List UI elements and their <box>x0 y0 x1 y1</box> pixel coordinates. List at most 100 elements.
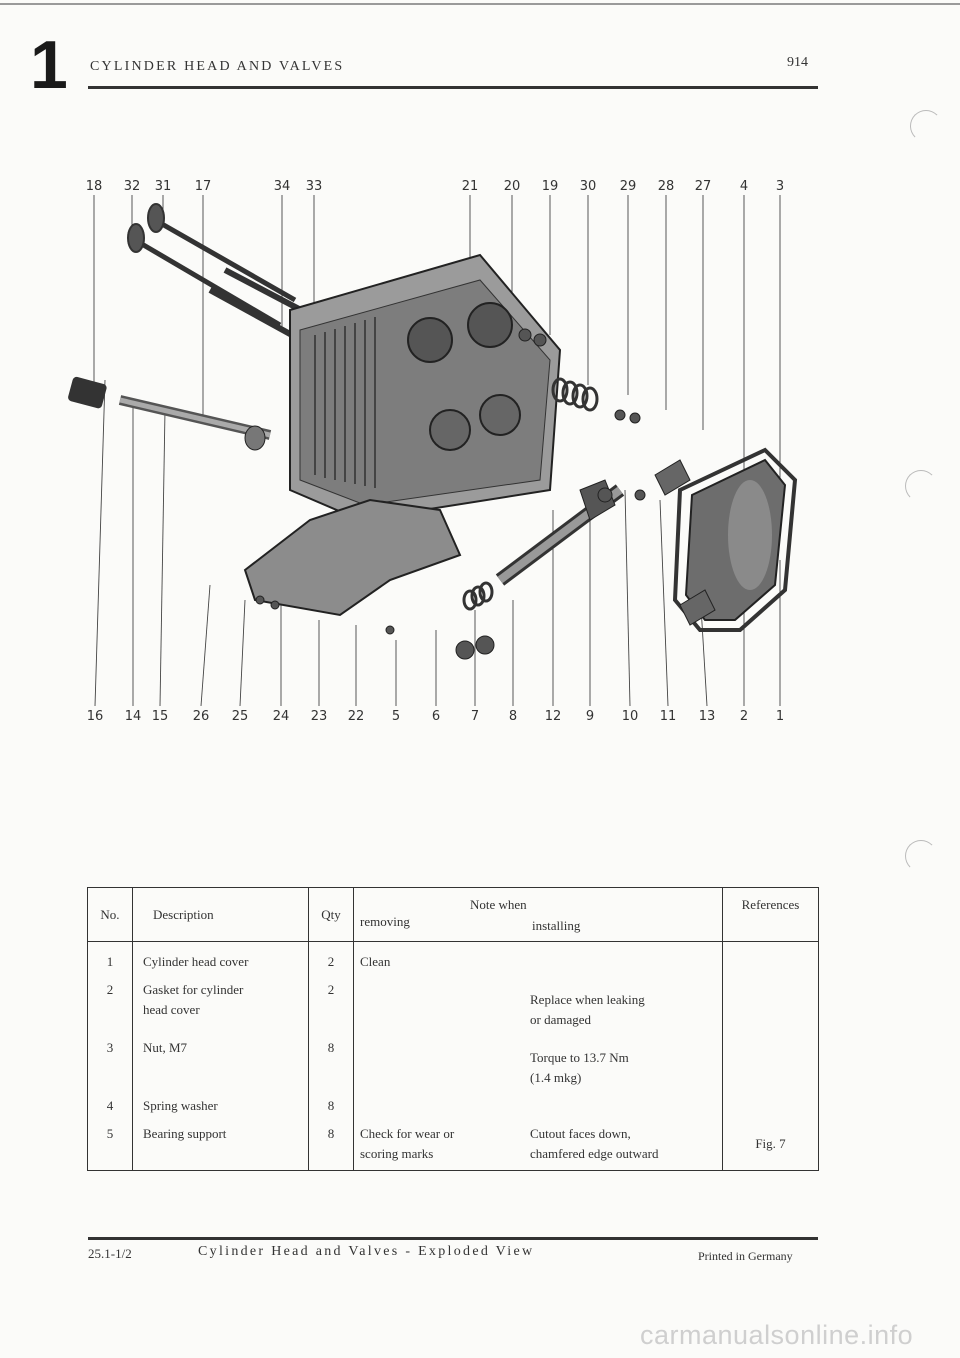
row-quantity: 2 <box>308 974 354 1032</box>
callout-label: 7 <box>471 709 479 724</box>
column-header-no: No. <box>87 887 133 942</box>
row-number: 1 <box>87 941 133 974</box>
callout-label: 2 <box>740 709 748 724</box>
callout-label: 20 <box>504 179 521 194</box>
row-number: 2 <box>87 974 133 1032</box>
column-header-references: References <box>741 897 800 912</box>
row-quantity: 8 <box>308 1032 354 1090</box>
row-references <box>722 941 819 974</box>
section-title: CYLINDER HEAD AND VALVES <box>90 59 345 74</box>
top-border-line <box>0 3 960 5</box>
callout-label: 14 <box>125 709 142 724</box>
row-description: Cylinder head cover <box>132 941 309 974</box>
footer-title: Cylinder Head and Valves - Exploded View <box>198 1244 535 1259</box>
callout-label: 23 <box>311 709 328 724</box>
section-number: 1 <box>30 27 68 103</box>
column-header-installing: installing <box>532 918 581 933</box>
callout-label: 30 <box>580 179 597 194</box>
row-references <box>722 1090 819 1118</box>
row-number: 5 <box>87 1118 133 1171</box>
row-description: Nut, M7 <box>132 1032 309 1090</box>
margin-punch-mark <box>905 840 937 872</box>
callout-leader-line <box>624 489 631 707</box>
row-number: 3 <box>87 1032 133 1090</box>
row-note-removing <box>354 1038 530 1088</box>
callout-label: 8 <box>509 709 517 724</box>
callout-label: 21 <box>462 179 479 194</box>
row-note-cell: Clean <box>353 941 723 974</box>
callout-leader-line <box>159 409 166 707</box>
callout-label: 10 <box>622 709 639 724</box>
row-quantity: 8 <box>308 1118 354 1171</box>
row-note-cell: Torque to 13.7 Nm (1.4 mkg) <box>353 1032 723 1090</box>
row-note-removing: Check for wear or scoring marks <box>360 1126 455 1161</box>
header-rule <box>88 86 818 89</box>
callout-label: 24 <box>273 709 290 724</box>
row-description: Spring washer <box>132 1090 309 1118</box>
parts-table: No. Description Qty Note when removing i… <box>87 887 819 1171</box>
callout-label: 32 <box>124 179 141 194</box>
callout-label: 22 <box>348 709 365 724</box>
watermark-text: carmanualsonline.info <box>640 1320 914 1350</box>
callout-label: 28 <box>658 179 675 194</box>
callout-label: 18 <box>86 179 103 194</box>
row-references <box>722 1032 819 1090</box>
callout-label: 17 <box>195 179 212 194</box>
footer-page-code: 25.1-1/2 <box>88 1246 132 1261</box>
row-references <box>722 974 819 1032</box>
callout-label: 12 <box>545 709 562 724</box>
callout-label: 25 <box>232 709 249 724</box>
callout-label: 5 <box>392 709 400 724</box>
column-header-note-when: Note when <box>470 897 527 912</box>
column-header-qty: Qty <box>308 887 354 942</box>
row-note-cell <box>353 1090 723 1118</box>
row-note-removing <box>354 980 530 1030</box>
row-references: Fig. 7 <box>722 1118 819 1171</box>
margin-punch-mark <box>910 110 942 142</box>
column-header-removing: removing <box>360 914 410 929</box>
callout-label: 9 <box>586 709 594 724</box>
row-note-installing <box>530 952 722 972</box>
callout-label: 13 <box>699 709 716 724</box>
callout-label: 29 <box>620 179 637 194</box>
callout-label: 26 <box>193 709 210 724</box>
callout-label: 31 <box>155 179 172 194</box>
row-note-removing: Clean <box>360 954 391 969</box>
callout-label: 4 <box>740 179 748 194</box>
row-note-installing: Torque to 13.7 Nm (1.4 mkg) <box>530 1050 629 1085</box>
footer-printed-note: Printed in Germany <box>698 1249 793 1263</box>
callout-leader-line <box>239 599 246 707</box>
row-number: 4 <box>87 1090 133 1118</box>
callout-label: 33 <box>306 179 323 194</box>
row-note-installing: Cutout faces down, chamfered edge outwar… <box>530 1126 659 1161</box>
callout-label: 1 <box>776 709 784 724</box>
page-number: 914 <box>787 55 808 70</box>
callout-leader-line <box>200 584 211 707</box>
margin-punch-mark <box>905 470 937 502</box>
row-quantity: 8 <box>308 1090 354 1118</box>
callout-leader-line <box>94 379 106 707</box>
callout-label: 34 <box>274 179 291 194</box>
callout-label: 16 <box>87 709 104 724</box>
callout-label: 15 <box>152 709 169 724</box>
callout-label: 19 <box>542 179 559 194</box>
row-note-cell: Replace when leaking or damaged <box>353 974 723 1032</box>
callout-leader-line <box>659 499 669 707</box>
callout-label: 11 <box>660 709 677 724</box>
table-header-row: No. Description Qty Note when removing i… <box>87 887 819 942</box>
row-note-installing: Replace when leaking or damaged <box>530 992 645 1027</box>
callout-label: 6 <box>432 709 440 724</box>
row-description: Bearing support <box>132 1118 309 1171</box>
footer-rule <box>88 1237 818 1240</box>
row-note-cell: Check for wear or scoring marks Cutout fa… <box>353 1118 723 1171</box>
callout-label: 27 <box>695 179 712 194</box>
row-description: Gasket for cylinder head cover <box>132 974 309 1032</box>
callout-label: 3 <box>776 179 784 194</box>
